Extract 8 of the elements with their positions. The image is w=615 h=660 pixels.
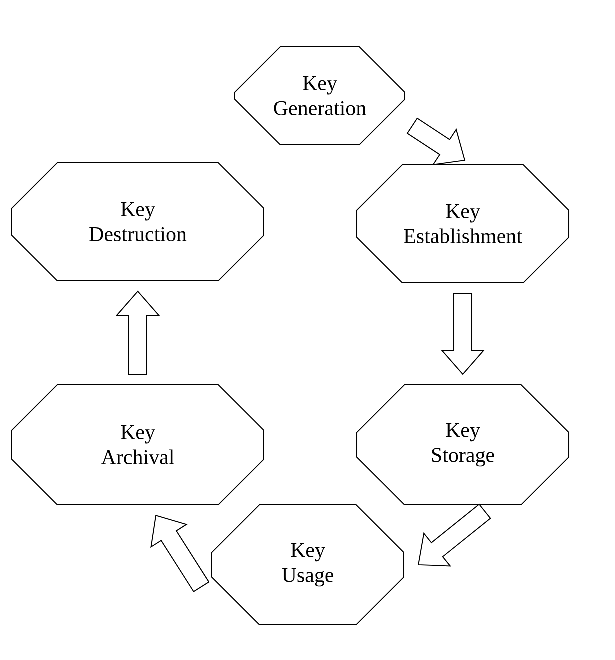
block-arrow — [440, 293, 486, 376]
stage-box: Key Establishment — [356, 164, 570, 284]
stage-box: Key Usage — [212, 504, 404, 626]
stage-box: Key Archival — [12, 384, 264, 506]
stage-box: Key Destruction — [12, 162, 264, 282]
block-arrow — [116, 290, 160, 375]
stage-box: Key Storage — [356, 384, 570, 506]
stage-box: Key Generation — [234, 46, 406, 146]
